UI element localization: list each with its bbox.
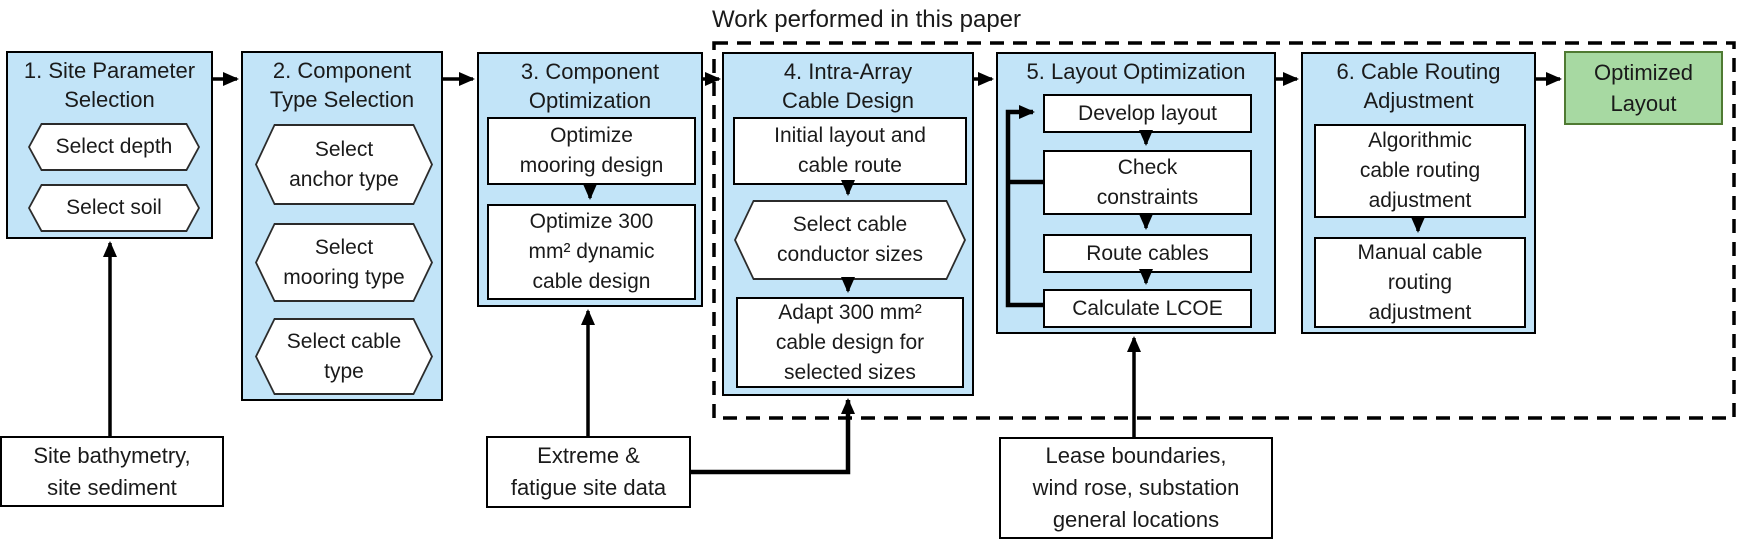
- process-route-cables: Route cables: [1043, 234, 1252, 273]
- stage-5-layout-optimization: 5. Layout Optimization Develop layout Ch…: [996, 52, 1276, 334]
- result-optimized-layout: Optimized Layout: [1564, 51, 1723, 125]
- process-initial-layout-cable-route: Initial layout and cable route: [733, 117, 967, 185]
- process-calculate-lcoe: Calculate LCOE: [1043, 289, 1252, 328]
- process-develop-layout: Develop layout: [1043, 94, 1252, 133]
- arrow-sitedata-to-stage4: [691, 398, 855, 475]
- scope-label: Work performed in this paper: [712, 6, 1022, 33]
- process-optimize-mooring-design: Optimize mooring design: [487, 117, 696, 185]
- stage-title: 6. Cable Routing Adjustment: [1336, 59, 1501, 113]
- input-site-bathymetry-sediment: Site bathymetry, site sediment: [0, 436, 224, 507]
- stage-1-site-parameter-selection: 1. Site Parameter Selection Select depth…: [6, 51, 213, 239]
- stage-title: 3. Component Optimization: [520, 59, 660, 113]
- process-check-constraints: Check constraints: [1043, 150, 1252, 215]
- input-extreme-fatigue-site-data: Extreme & fatigue site data: [486, 436, 691, 508]
- stage-6-cable-routing-adjustment: 6. Cable Routing Adjustment Algorithmic …: [1301, 52, 1536, 334]
- hexagon-select-cable-type: Select cable type: [255, 318, 433, 395]
- stage-3-component-optimization: 3. Component Optimization Optimize moori…: [477, 52, 703, 307]
- process-algorithmic-routing-adjustment: Algorithmic cable routing adjustment: [1314, 124, 1526, 218]
- stage-title: 2. Component Type Selection: [269, 58, 415, 112]
- process-optimize-dynamic-cable-design: Optimize 300 mm² dynamic cable design: [487, 204, 696, 300]
- hexagon-select-mooring-type: Select mooring type: [255, 223, 433, 302]
- hexagon-select-cable-conductor-sizes: Select cable conductor sizes: [734, 200, 966, 280]
- stage-title: 5. Layout Optimization: [1026, 59, 1246, 84]
- hexagon-select-soil: Select soil: [28, 184, 200, 232]
- hexagon-select-anchor-type: Select anchor type: [255, 124, 433, 205]
- process-manual-routing-adjustment: Manual cable routing adjustment: [1314, 237, 1526, 328]
- stage-2-component-type-selection: 2. Component Type Selection Select ancho…: [241, 51, 443, 401]
- process-adapt-cable-design: Adapt 300 mm² cable design for selected …: [736, 297, 964, 388]
- hexagon-select-depth: Select depth: [28, 123, 200, 171]
- stage-4-intra-array-cable-design: 4. Intra-Array Cable Design Initial layo…: [722, 52, 974, 396]
- input-lease-boundaries-wind-rose: Lease boundaries, wind rose, substation …: [999, 437, 1273, 539]
- stage-title: 4. Intra-Array Cable Design: [781, 59, 915, 113]
- stage-title: 1. Site Parameter Selection: [23, 58, 196, 112]
